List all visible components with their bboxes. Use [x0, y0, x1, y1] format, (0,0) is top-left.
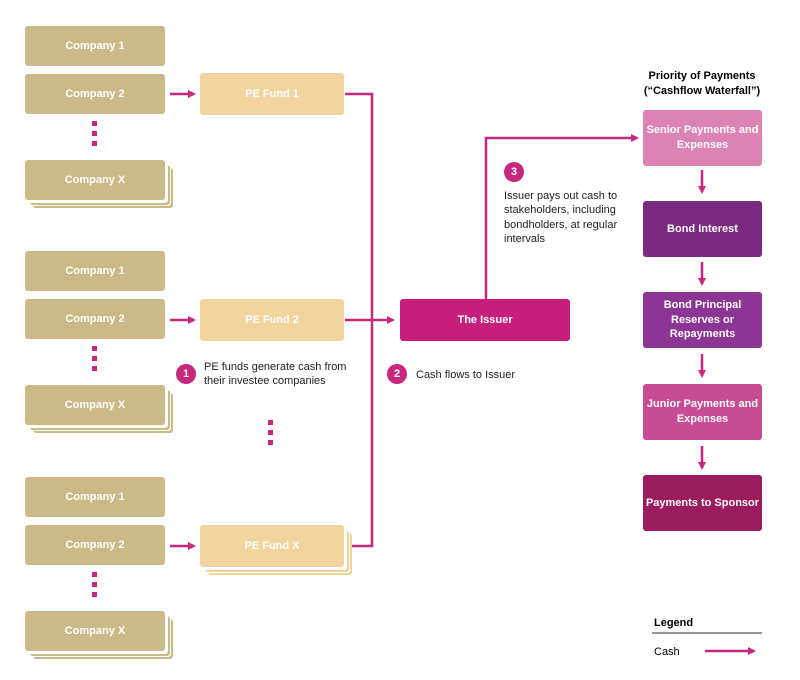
waterfall-junior-payments: Junior Payments and Expenses [643, 384, 762, 440]
step-3-badge: 3 [504, 162, 524, 182]
group-x-company-1: Company 1 [25, 477, 165, 517]
waterfall-payments-to-sponsor: Payments to Sponsor [643, 475, 762, 531]
waterfall-title-line-1: Priority of Payments [648, 70, 756, 82]
group-x-ellipsis [92, 572, 97, 602]
step-3-text: Issuer pays out cash to stakeholders, in… [504, 190, 618, 245]
group-1-company-2: Company 2 [25, 74, 165, 114]
group-2-ellipsis [92, 346, 97, 376]
funds-ellipsis [268, 420, 273, 450]
group-x-company-x: Company X [25, 611, 165, 651]
group-2-company-2: Company 2 [25, 299, 165, 339]
step-1-badge: 1 [176, 364, 196, 384]
step-2-badge: 2 [387, 364, 407, 384]
waterfall-bond-principal: Bond Principal Reserves or Repayments [643, 292, 762, 348]
issuer-box: The Issuer [400, 299, 570, 341]
group-x-company-2: Company 2 [25, 525, 165, 565]
legend-cash-label: Cash [654, 646, 680, 658]
waterfall-senior-payments: Senior Payments and Expenses [643, 110, 762, 166]
group-2-company-1: Company 1 [25, 251, 165, 291]
step-2-text: Cash flows to Issuer [416, 369, 516, 381]
waterfall-bond-interest: Bond Interest [643, 201, 762, 257]
pe-fund-x: PE Fund X [200, 525, 344, 567]
pe-fund-1: PE Fund 1 [200, 73, 344, 115]
waterfall-title: Priority of Payments (“Cashflow Waterfal… [632, 69, 772, 100]
group-2-company-x: Company X [25, 385, 165, 425]
group-1-ellipsis [92, 121, 97, 151]
pe-fund-2: PE Fund 2 [200, 299, 344, 341]
group-1-company-x: Company X [25, 160, 165, 200]
step-1-text: PE funds generate cash from their invest… [204, 361, 347, 388]
waterfall-title-line-2: (“Cashflow Waterfall”) [643, 85, 761, 98]
arrow-issuer-to-waterfall [484, 134, 639, 299]
group-1-company-1: Company 1 [25, 26, 165, 66]
legend-title: Legend [654, 617, 694, 629]
